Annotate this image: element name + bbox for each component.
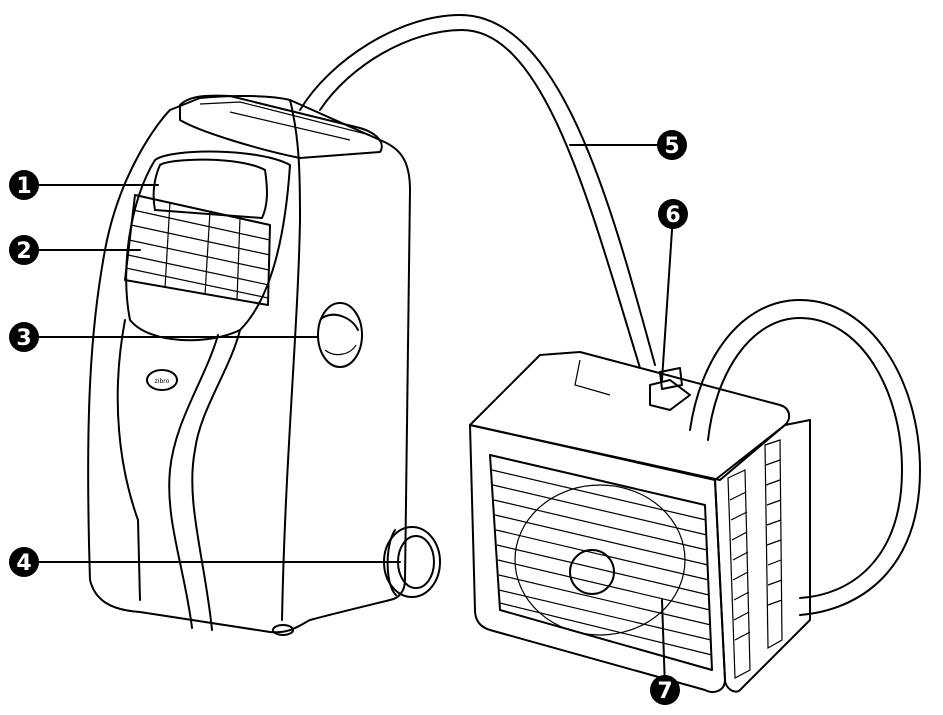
svg-text:zibro: zibro xyxy=(155,378,170,385)
callout-4: 4 xyxy=(9,547,39,577)
callout-2: 2 xyxy=(9,235,39,265)
callout-3-label: 3 xyxy=(16,326,31,351)
callout-6: 6 xyxy=(658,199,688,229)
callout-1-label: 1 xyxy=(16,174,31,199)
callout-5-label: 5 xyxy=(664,134,679,159)
wheel xyxy=(383,526,441,598)
exhaust-hose xyxy=(299,14,921,616)
callout-leader-lines xyxy=(27,144,674,689)
callout-7-label: 7 xyxy=(657,679,672,704)
callout-2-label: 2 xyxy=(16,239,31,264)
callout-5: 5 xyxy=(657,130,687,160)
callout-6-label: 6 xyxy=(665,203,680,228)
main-indoor-unit: zibro xyxy=(87,94,441,636)
callout-4-label: 4 xyxy=(16,551,31,576)
side-air-intake xyxy=(317,302,363,368)
air-outlet-grille xyxy=(124,194,271,306)
callout-7: 7 xyxy=(650,675,680,705)
display-panel xyxy=(152,158,268,219)
outdoor-unit-grille xyxy=(489,454,713,671)
outdoor-unit xyxy=(469,351,811,693)
hose-connection-port xyxy=(649,367,691,411)
callout-1: 1 xyxy=(9,170,39,200)
callout-3: 3 xyxy=(9,322,39,352)
outdoor-unit-side-vents xyxy=(727,439,783,679)
brand-logo: zibro xyxy=(146,369,178,391)
